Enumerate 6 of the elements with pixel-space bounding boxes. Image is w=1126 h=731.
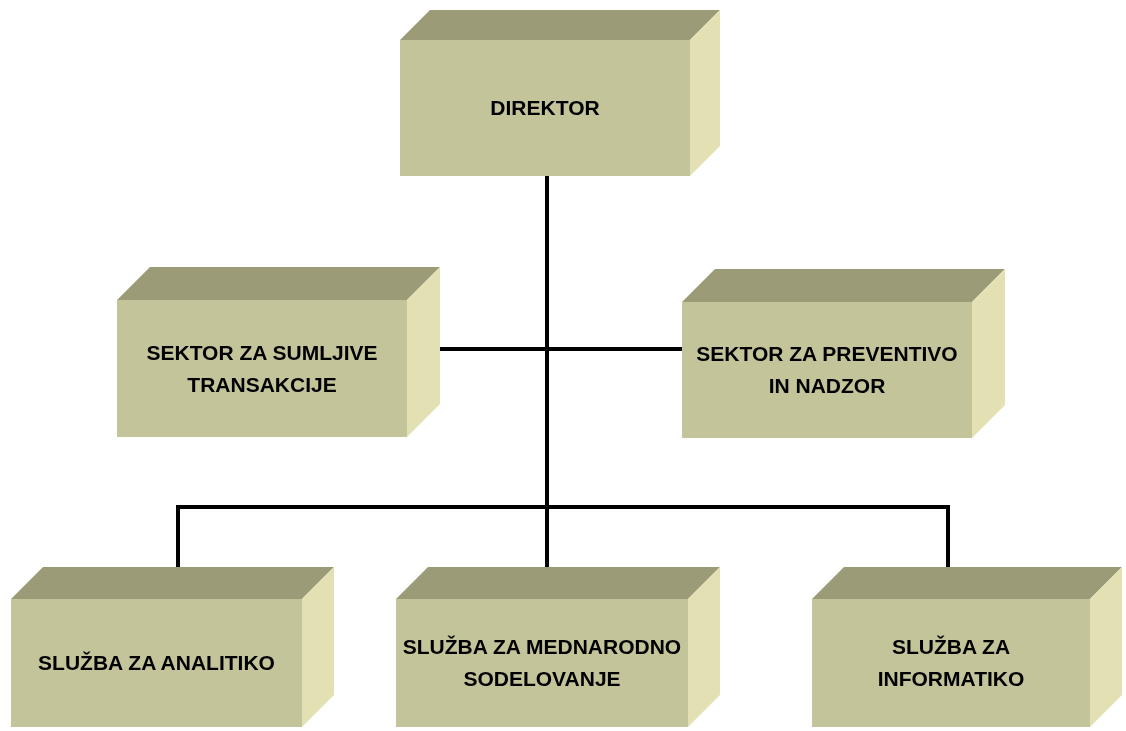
unit-name: SLUŽBA ZA INFORMATIKO: [876, 634, 1026, 692]
unit-name: SLUŽBA ZA ANALITIKO: [38, 650, 275, 676]
unit-name: SEKTOR ZA SUMLJIVE TRANSAKCIJE: [145, 339, 379, 398]
unit-name: SLUŽBA ZA MEDNARODNO SODELOVANJE: [402, 634, 682, 692]
unit-name: SEKTOR ZA PREVENTIVO IN NADZOR: [695, 341, 959, 399]
unit-name: DIREKTOR: [490, 95, 600, 121]
